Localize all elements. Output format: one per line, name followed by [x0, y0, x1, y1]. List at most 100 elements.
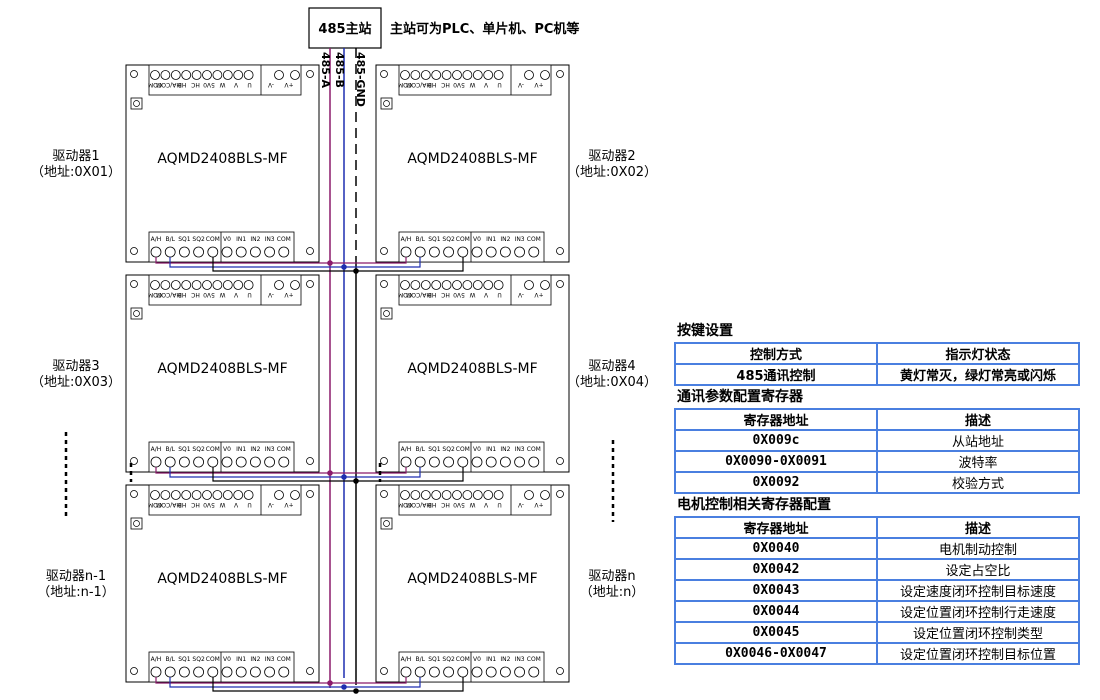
terminal-screw: [528, 246, 540, 258]
terminal-screw: [431, 490, 442, 500]
terminal-screw: [528, 456, 540, 468]
table-row: 0X0043 设定速度闭环控制目标速度: [674, 579, 1080, 602]
terminal-screw: [181, 70, 192, 80]
bottom-pin-label: IN1: [486, 656, 496, 663]
bottom-pin-label: COM: [527, 446, 541, 453]
terminal-screw: [160, 280, 171, 290]
driver-address: （地址:0X01）: [31, 165, 121, 180]
terminal-screw: [472, 490, 483, 500]
driver-board-outline: [125, 274, 320, 473]
top-pin-label: 5V0: [203, 291, 215, 298]
driver-model: AQMD2408BLS-MF: [407, 361, 537, 377]
top-pin-label: HC: [441, 81, 450, 88]
bottom-pin-label: IN3: [515, 656, 525, 663]
terminal-screw: [472, 280, 483, 290]
top-pin-label: W: [469, 501, 475, 508]
comm-registers-table: 寄存器地址 描述 0X009c 从站地址 0X0090-0X0091 波特率 0…: [674, 408, 1080, 494]
terminal-screw: [164, 456, 176, 468]
table-row: 0X0046-0X0047 设定位置闭环控制目标位置: [674, 642, 1080, 665]
mounting-hole: [306, 490, 314, 498]
bottom-pin-label: B/L: [415, 236, 425, 243]
wire-a: [155, 467, 407, 474]
terminal-screw: [243, 70, 254, 80]
terminal-screw: [540, 70, 550, 80]
mounting-hole: [130, 490, 138, 498]
top-pin-label: +V: [534, 501, 544, 508]
bottom-pin-label: SQ1: [428, 656, 441, 663]
mounting-hole: [306, 70, 314, 78]
terminal-screw: [170, 70, 181, 80]
bottom-pin-label: COM: [206, 236, 220, 243]
bottom-pin-label: A/H: [401, 656, 412, 663]
register-address: 0X0042: [674, 558, 878, 581]
terminal-screw: [202, 70, 212, 80]
terminal-screw: [160, 70, 171, 80]
table-cell: 485通讯控制: [674, 363, 878, 386]
top-pin-label: COM: [148, 501, 162, 508]
top-pin-label: HC: [441, 501, 450, 508]
terminal-screw: [420, 70, 431, 80]
mounting-hole: [130, 247, 138, 255]
bottom-pin-label: B/L: [165, 236, 175, 243]
top-pin-label: V: [483, 501, 488, 508]
terminal-screw: [483, 280, 494, 290]
bottom-pin-label: IN3: [265, 236, 275, 243]
top-pin-label: U: [497, 81, 501, 88]
terminal-screw: [472, 70, 483, 80]
master-station-note: 主站可为PLC、单片机、PC机等: [390, 21, 579, 37]
driver-board-outline: [375, 64, 570, 263]
register-address: 0X0090-0X0091: [674, 450, 878, 473]
register-description: 设定占空比: [876, 558, 1080, 581]
terminal-screw: [181, 490, 192, 500]
bottom-pin-label: IN3: [515, 236, 525, 243]
terminal-screw: [207, 246, 219, 258]
driver-model: AQMD2408BLS-MF: [407, 151, 537, 167]
bus-gnd-label: 485-GND: [354, 52, 367, 107]
register-address: 0X009c: [674, 429, 878, 452]
table-header: 寄存器地址: [674, 516, 878, 539]
bottom-pin-label: COM: [277, 446, 291, 453]
terminal-screw: [485, 246, 497, 258]
table-header: 描述: [876, 408, 1080, 431]
mounting-hole: [380, 70, 388, 78]
bottom-pin-label: SQ1: [428, 446, 441, 453]
terminal-screw: [540, 280, 550, 290]
wire-b: [169, 467, 421, 478]
bottom-pin-label: IN1: [486, 446, 496, 453]
top-terminal-block: [398, 64, 552, 96]
top-pin-label: W: [219, 291, 225, 298]
top-pin-label: V: [483, 291, 488, 298]
top-pin-label: +V: [534, 291, 544, 298]
top-pin-label: -V: [267, 501, 274, 508]
register-description: 从站地址: [876, 429, 1080, 452]
terminal-screw: [414, 456, 426, 468]
terminal-screw: [278, 666, 290, 678]
top-pin-label: HB: [428, 81, 437, 88]
bottom-pin-label: SQ1: [178, 236, 191, 243]
terminal-screw: [420, 490, 431, 500]
terminal-screw: [410, 490, 421, 500]
mounting-hole: [556, 667, 564, 675]
table-row: 0X0092 校验方式: [674, 471, 1080, 494]
bottom-pin-label: IN2: [250, 236, 260, 243]
terminal-screw: [514, 666, 525, 678]
terminal-screw: [457, 666, 469, 678]
top-pin-label: HA/COM: [406, 501, 431, 508]
junction-dot: [353, 688, 359, 694]
top-pin-label: 5V0: [453, 81, 465, 88]
mounting-hole: [306, 457, 314, 465]
terminal-screw: [428, 456, 440, 468]
top-pin-label: HA/COM: [156, 501, 181, 508]
bottom-pin-label: V0: [223, 236, 231, 243]
terminal-screw: [540, 490, 550, 500]
mounting-hole: [380, 280, 388, 288]
bottom-pin-label: COM: [277, 236, 291, 243]
terminal-screw: [452, 70, 462, 80]
terminal-screw: [493, 490, 504, 500]
terminal-screw: [150, 490, 160, 500]
table-row: 0X0042 设定占空比: [674, 558, 1080, 581]
driver-address: （地址:0X04）: [567, 375, 657, 390]
bottom-pin-label: B/L: [165, 656, 175, 663]
